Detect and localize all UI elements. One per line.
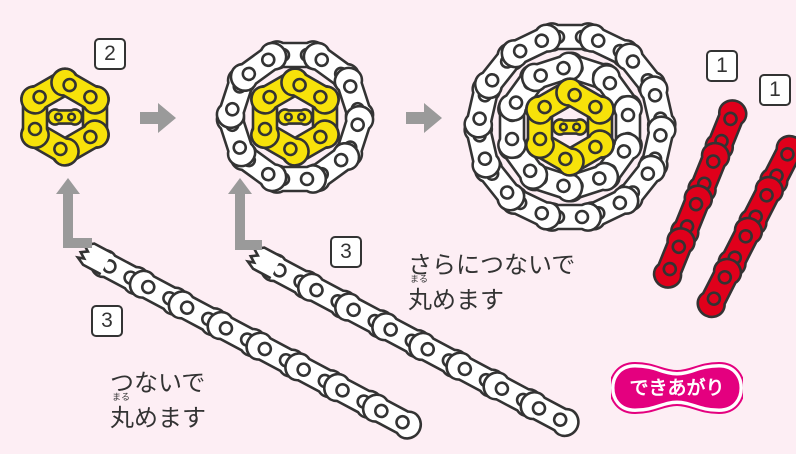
caption-connect-more-roll: さらにつないで まる 丸めます xyxy=(408,248,575,318)
yellow-link xyxy=(275,62,345,120)
up-arrow-icon xyxy=(56,178,92,248)
caption-line: つないで xyxy=(110,369,206,397)
step-number-badge: 1 xyxy=(706,50,738,82)
caption-line-with-furigana: まる 丸めます xyxy=(110,393,206,436)
furigana: まる xyxy=(112,392,131,403)
caption-line: さらにつないで xyxy=(408,251,576,279)
furigana: まる xyxy=(410,274,429,285)
caption-connect-roll: つないで まる 丸めます xyxy=(110,366,206,436)
caption-line: 丸めます xyxy=(110,403,206,432)
step-number-badge: 3 xyxy=(330,236,362,268)
white-link xyxy=(496,18,566,73)
step-number-badge: 2 xyxy=(94,38,126,70)
done-badge-shape xyxy=(611,362,743,414)
up-arrow-icon xyxy=(228,178,262,250)
yellow-link xyxy=(276,108,314,126)
yellow-link xyxy=(45,62,115,120)
step-number-badge: 3 xyxy=(91,305,123,337)
right-arrow-icon xyxy=(140,103,176,133)
caption-line-with-furigana: まる 丸めます xyxy=(408,275,575,318)
step-number-badge: 1 xyxy=(759,74,791,106)
white-link xyxy=(224,36,293,98)
red-link xyxy=(648,223,700,293)
yellow-link xyxy=(550,72,620,130)
right-arrow-icon xyxy=(406,103,442,133)
white-link xyxy=(517,48,587,96)
yellow-link xyxy=(46,108,84,126)
white-link xyxy=(279,347,350,404)
red-link xyxy=(712,212,768,282)
white-link xyxy=(514,386,585,442)
yellow-link xyxy=(551,118,589,136)
red-link xyxy=(691,253,747,323)
caption-line: 丸めます xyxy=(408,285,504,314)
white-link xyxy=(357,388,427,445)
done-label: できあがり xyxy=(629,377,725,399)
